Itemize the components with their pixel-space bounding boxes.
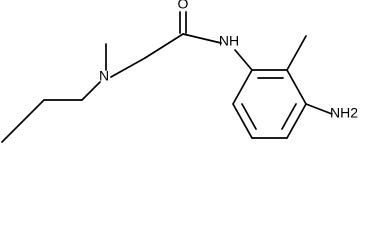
ring-inner-double-bond-2: [281, 103, 297, 130]
ring-bond-5: [232, 103, 253, 139]
ring-inner-double-bond-3: [241, 103, 257, 130]
amide-nitrogen-label: NH: [219, 33, 239, 49]
amine-n-to-butyl-bond: [81, 81, 101, 101]
butyl-bond-3: [21, 99, 45, 123]
amino-group-label: NH2: [330, 105, 358, 121]
ring-to-methyl-bond: [286, 35, 307, 71]
butyl-bond-4: [1, 121, 23, 143]
methylene-to-amine-n-bond: [110, 57, 146, 78]
chemical-structure: O NH N NH2: [1, 0, 358, 143]
molecule-diagram: O NH N NH2: [1, 0, 359, 143]
oxygen-label: O: [178, 0, 189, 12]
ring-bond-2: [286, 69, 307, 105]
ring-bond-6: [232, 69, 253, 105]
amine-nitrogen-label: N: [99, 68, 109, 84]
carbonyl-to-amide-n-bond: [182, 33, 222, 44]
carbonyl-to-methylene-bond: [144, 33, 184, 59]
ring-bond-3: [286, 103, 307, 139]
ring-to-amino-bond: [305, 103, 333, 115]
amide-n-to-ring-bond: [234, 49, 253, 71]
